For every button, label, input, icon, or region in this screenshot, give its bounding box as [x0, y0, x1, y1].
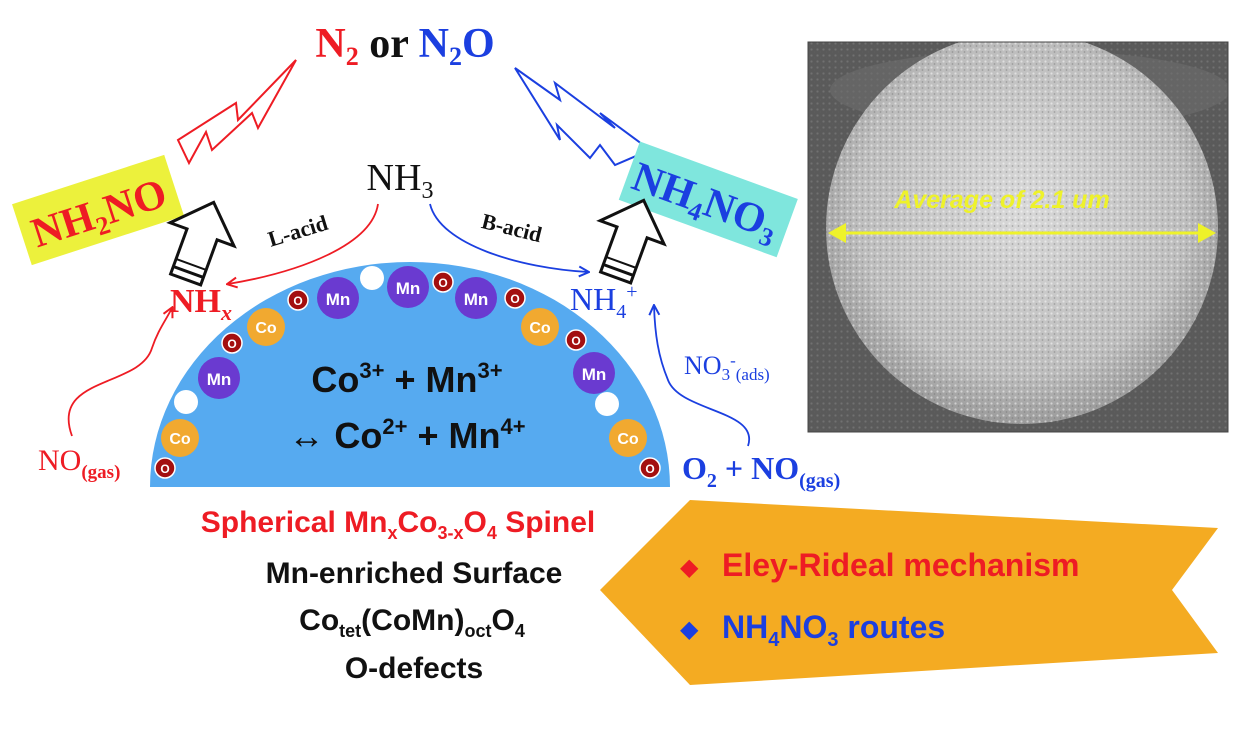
no3-ads-label: NO3-(ads)	[684, 351, 770, 384]
mechanism-banner	[600, 500, 1218, 685]
svg-text:O: O	[645, 462, 654, 476]
o-atom: O	[639, 457, 661, 479]
svg-text:Co: Co	[255, 320, 277, 337]
no-to-nhx-arrow	[67, 308, 172, 437]
left-up-arrow-icon	[166, 200, 237, 287]
o-atom: O	[287, 289, 309, 311]
mn-atom: Mn	[455, 277, 497, 319]
svg-text:O: O	[293, 294, 302, 308]
nh4no3-box: NH4NO3	[618, 141, 798, 258]
oxygen-vacancy	[174, 390, 198, 414]
bullet-icon: ◆	[680, 554, 699, 581]
svg-text:O: O	[227, 337, 236, 351]
svg-text:Mn: Mn	[464, 290, 489, 309]
b-acid-arrow	[429, 203, 588, 272]
o2-to-nh4-arrow	[654, 306, 751, 447]
svg-text:O: O	[510, 292, 519, 306]
caption-site-formula: Cotet(CoMn)octO4	[299, 604, 525, 641]
valence-line-2: ↔ Co2+ + Mn4+	[288, 414, 525, 456]
svg-text:Mn: Mn	[582, 365, 607, 384]
svg-text:O: O	[571, 334, 580, 348]
mn-atom: Mn	[317, 277, 359, 319]
svg-text:Mn: Mn	[207, 370, 232, 389]
bullet-icon: ◆	[680, 616, 699, 643]
sem-image: Average of 2.1 um	[808, 42, 1228, 432]
svg-text:Mn: Mn	[396, 279, 421, 298]
co-atom: Co	[521, 308, 559, 346]
oxygen-vacancy	[595, 392, 619, 416]
svg-text:O: O	[160, 462, 169, 476]
l-acid-arrow	[228, 203, 379, 284]
co-atom: Co	[161, 419, 199, 457]
svg-text:Co: Co	[617, 431, 639, 448]
diameter-label: Average of 2.1 um	[893, 186, 1109, 214]
co-atom: Co	[609, 419, 647, 457]
mn-atom: Mn	[198, 357, 240, 399]
nhx-label: NHx	[170, 283, 232, 325]
right-up-arrow-icon	[596, 198, 667, 285]
caption-mn-enriched: Mn-enriched Surface	[266, 557, 563, 590]
svg-text:Mn: Mn	[326, 290, 351, 309]
o-atom: O	[221, 332, 243, 354]
svg-text:Co: Co	[169, 431, 191, 448]
svg-text:O: O	[438, 276, 447, 290]
o2-no-gas-label: O2 + NO(gas)	[682, 450, 840, 492]
no-gas-left-label: NO(gas)	[38, 444, 120, 483]
valence-line-1: Co3+ + Mn3+	[311, 358, 502, 400]
banner-item-eley-rideal: Eley-Rideal mechanism	[722, 547, 1079, 583]
o-atom: O	[565, 329, 587, 351]
caption-spherical-spinel: Spherical MnxCo3-xO4 Spinel	[201, 506, 595, 543]
mn-atom: Mn	[387, 266, 429, 308]
oxygen-vacancy	[360, 266, 384, 290]
nh4-plus-label: NH4+	[570, 281, 638, 323]
red-lightning-icon	[176, 59, 297, 166]
o-atom: O	[504, 287, 526, 309]
blue-lightning-icon	[514, 67, 652, 167]
b-acid-label: B-acid	[479, 208, 544, 247]
o-atom: O	[154, 457, 176, 479]
mn-atom: Mn	[573, 352, 615, 394]
svg-text:Co: Co	[529, 320, 551, 337]
nh2no-box: NH2NO	[12, 154, 184, 266]
o-atom: O	[432, 271, 454, 293]
product-title: N2 or N2O	[315, 21, 494, 71]
l-acid-label: L-acid	[265, 210, 331, 252]
caption-o-defects: O-defects	[345, 652, 483, 685]
nh3-label: NH3	[367, 157, 434, 204]
co-atom: Co	[247, 308, 285, 346]
spinel-hemisphere: Co3+ + Mn3+ ↔ Co2+ + Mn4+ Mn Mn Mn Mn Mn…	[150, 262, 670, 487]
banner-item-nh4no3-routes: NH4NO3 routes	[722, 609, 945, 651]
